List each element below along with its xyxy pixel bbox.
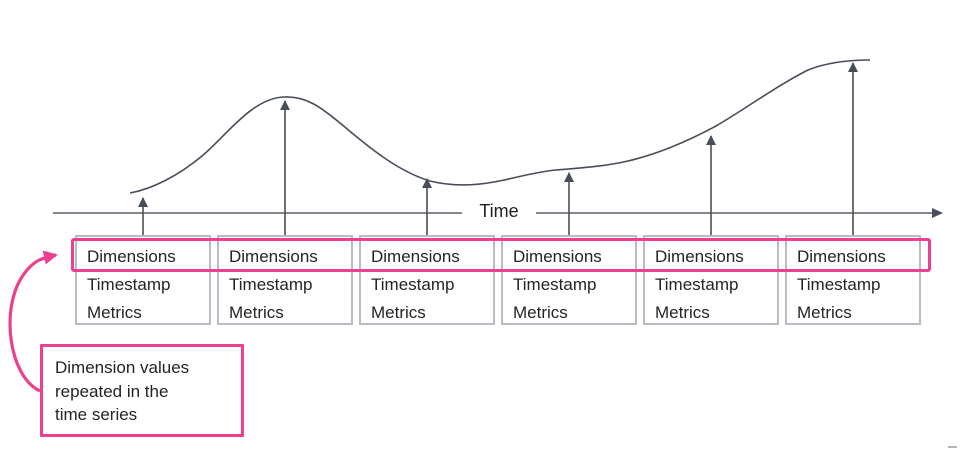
record-timestamp-label: Timestamp [371,275,455,294]
record-dimensions-label: Dimensions [655,247,744,266]
record-timestamp-label: Timestamp [513,275,597,294]
time-axis-label: Time [469,200,529,222]
callout-box: Dimension values repeated in the time se… [40,344,244,437]
callout-text-line: repeated in the [55,381,169,401]
record-metrics-label: Metrics [513,303,568,322]
record-box-6: Dimensions Timestamp Metrics [785,235,921,325]
record-timestamp-label: Timestamp [655,275,739,294]
record-metrics-label: Metrics [655,303,710,322]
record-to-curve-arrows [138,62,858,235]
record-box-1: Dimensions Timestamp Metrics [75,235,211,325]
record-dimensions-label: Dimensions [87,247,176,266]
record-dimensions-label: Dimensions [229,247,318,266]
record-dimensions-label: Dimensions [371,247,460,266]
record-metrics-label: Metrics [229,303,284,322]
record-timestamp-label: Timestamp [87,275,171,294]
record-box-3: Dimensions Timestamp Metrics [359,235,495,325]
record-box-5: Dimensions Timestamp Metrics [643,235,779,325]
record-metrics-label: Metrics [371,303,426,322]
record-metrics-label: Metrics [87,303,142,322]
callout-text-line: time series [55,405,138,424]
callout-text-line: Dimension values [55,358,190,377]
record-box-2: Dimensions Timestamp Metrics [217,235,353,325]
record-timestamp-label: Timestamp [229,275,313,294]
record-box-4: Dimensions Timestamp Metrics [501,235,637,325]
record-timestamp-label: Timestamp [797,275,881,294]
record-metrics-label: Metrics [797,303,852,322]
record-dimensions-label: Dimensions [513,247,602,266]
callout-arrow [8,250,58,393]
record-dimensions-label: Dimensions [797,247,886,266]
time-series-curve [129,59,871,194]
